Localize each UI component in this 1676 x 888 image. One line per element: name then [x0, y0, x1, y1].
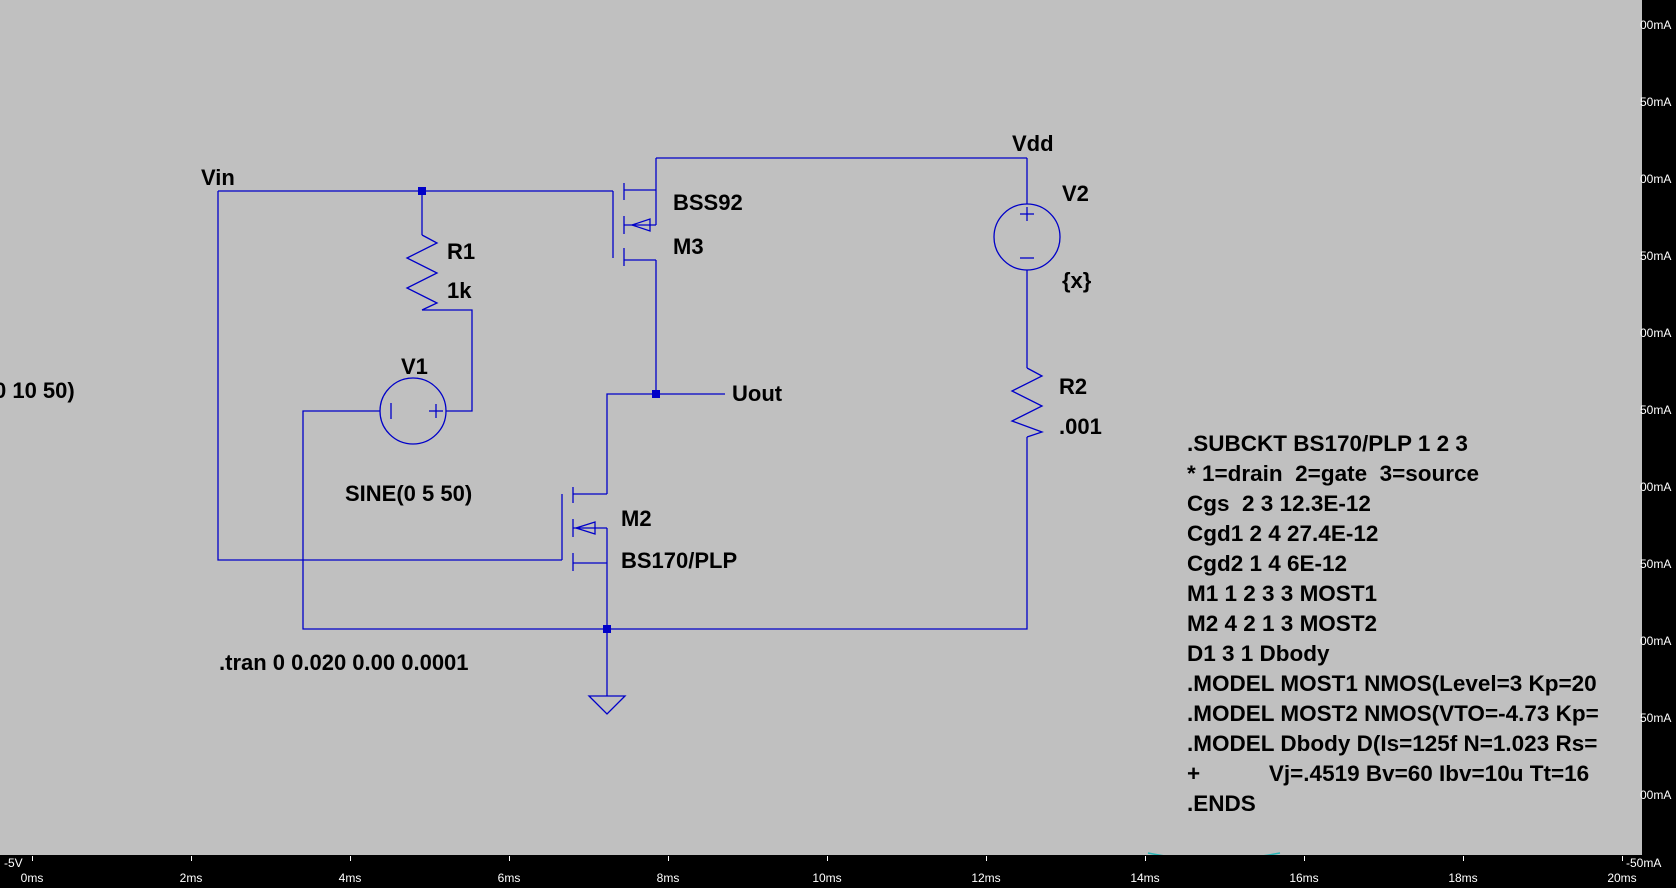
current-tick-label: 00mA — [1640, 326, 1672, 340]
current-tick-label: 50mA — [1640, 249, 1672, 263]
time-tick-mark — [1622, 856, 1623, 861]
v2-value-label[interactable]: {x} — [1062, 268, 1092, 293]
resistor-r1-symbol[interactable] — [405, 234, 439, 311]
current-tick-label: 50mA — [1640, 403, 1672, 417]
v1-name-label[interactable]: V1 — [401, 354, 428, 379]
spice-line: .SUBCKT BS170/PLP 1 2 3 — [1187, 431, 1468, 456]
time-tick-label: 14ms — [1130, 871, 1160, 885]
spice-line: M2 4 2 1 3 MOST2 — [1187, 611, 1378, 636]
current-tick-label: 00mA — [1640, 18, 1672, 32]
right-axis-strip — [1642, 0, 1676, 855]
time-tick-mark — [1304, 856, 1305, 861]
m2-model-label[interactable]: BS170/PLP — [621, 548, 737, 573]
junction-gnd — [603, 625, 611, 633]
resistor-r2-symbol[interactable] — [1010, 367, 1044, 438]
m3-model-label[interactable]: BSS92 — [673, 190, 743, 215]
spice-line: .MODEL MOST1 NMOS(Level=3 Kp=20 — [1187, 671, 1597, 696]
spice-line: .ENDS — [1187, 791, 1256, 816]
spice-line: Cgd1 2 4 27.4E-12 — [1187, 521, 1379, 546]
time-tick-mark — [350, 856, 351, 861]
time-tick-mark — [32, 856, 33, 861]
v2-name-label[interactable]: V2 — [1062, 181, 1089, 206]
time-tick-mark — [1145, 856, 1146, 861]
junction-vin — [418, 187, 426, 195]
time-tick-label: 20ms — [1607, 871, 1637, 885]
time-axis-bar[interactable] — [0, 855, 1676, 888]
spice-line: + Vj=.4519 Bv=60 Ibv=10u Tt=16 — [1187, 761, 1590, 786]
spice-line: M1 1 2 3 3 MOST1 — [1187, 581, 1378, 606]
mosfet-m3-symbol[interactable] — [612, 183, 657, 266]
right-axis-bottom-label: -50mA — [1626, 856, 1662, 870]
spice-line: .MODEL Dbody D(Is=125f N=1.023 Rs= — [1187, 731, 1598, 756]
time-tick-label: 4ms — [338, 871, 362, 885]
schematic-canvas[interactable]: Vin Vdd Uout R1 1k R2 .001 V1 SINE(0 5 5… — [0, 0, 1642, 855]
current-tick-label: 50mA — [1640, 711, 1672, 725]
ground-icon[interactable] — [587, 695, 627, 715]
r2-value-label[interactable]: .001 — [1059, 414, 1102, 439]
v1-value-label[interactable]: SINE(0 5 50) — [345, 481, 472, 506]
voltage-source-v1-symbol[interactable] — [379, 377, 447, 445]
time-tick-mark — [1463, 856, 1464, 861]
time-tick-label: 6ms — [497, 871, 521, 885]
voltage-source-v2-symbol[interactable] — [993, 203, 1061, 271]
spice-netlist-block[interactable]: .SUBCKT BS170/PLP 1 2 3 * 1=drain 2=gate … — [1187, 429, 1642, 819]
tran-directive[interactable]: .tran 0 0.020 0.00 0.0001 — [219, 650, 469, 675]
junction-uout — [652, 390, 660, 398]
spice-line: D1 3 1 Dbody — [1187, 641, 1330, 666]
spice-line: .MODEL MOST2 NMOS(VTO=-4.73 Kp= — [1187, 701, 1599, 726]
left-axis-bottom-label: -5V — [4, 856, 23, 870]
time-tick-mark — [509, 856, 510, 861]
time-tick-label: 16ms — [1289, 871, 1319, 885]
time-tick-label: 12ms — [971, 871, 1001, 885]
r1-name-label[interactable]: R1 — [447, 239, 475, 264]
wires — [217, 157, 1028, 696]
current-tick-label: 50mA — [1640, 557, 1672, 571]
spice-line: * 1=drain 2=gate 3=source — [1187, 461, 1480, 486]
time-tick-label: 2ms — [179, 871, 203, 885]
time-tick-label: 8ms — [656, 871, 680, 885]
time-tick-mark — [191, 856, 192, 861]
m2-name-label[interactable]: M2 — [621, 506, 652, 531]
r1-value-label[interactable]: 1k — [447, 278, 472, 303]
current-tick-label: 00mA — [1640, 172, 1672, 186]
current-tick-label: 00mA — [1640, 788, 1672, 802]
time-tick-label: 18ms — [1448, 871, 1478, 885]
time-tick-mark — [827, 856, 828, 861]
spice-line: Cgd2 1 4 6E-12 — [1187, 551, 1348, 576]
time-tick-label: 0ms — [20, 871, 44, 885]
net-label-vin[interactable]: Vin — [201, 165, 235, 190]
current-tick-label: 00mA — [1640, 480, 1672, 494]
time-tick-mark — [986, 856, 987, 861]
current-tick-label: 50mA — [1640, 95, 1672, 109]
current-tick-label: 00mA — [1640, 634, 1672, 648]
clipped-directive-left[interactable]: 0 10 50) — [0, 378, 75, 403]
mosfet-m2-symbol[interactable] — [561, 487, 608, 571]
time-tick-label: 10ms — [812, 871, 842, 885]
spice-line: Cgs 2 3 12.3E-12 — [1187, 491, 1371, 516]
time-tick-mark — [668, 856, 669, 861]
r2-name-label[interactable]: R2 — [1059, 374, 1087, 399]
m3-name-label[interactable]: M3 — [673, 234, 704, 259]
net-label-vdd[interactable]: Vdd — [1012, 131, 1054, 156]
net-label-uout[interactable]: Uout — [732, 381, 783, 406]
